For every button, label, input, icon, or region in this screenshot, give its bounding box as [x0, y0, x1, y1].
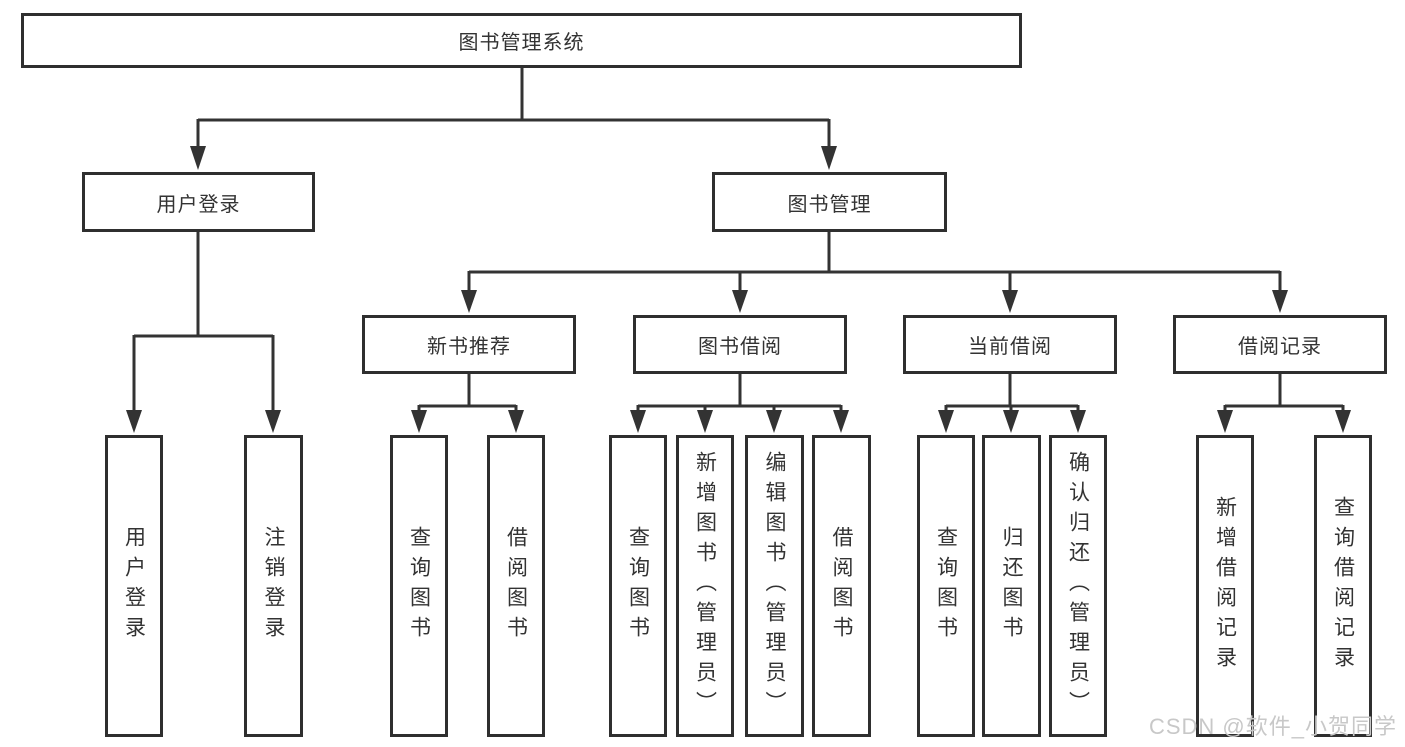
leaf-query-books-2: 查询图书 [609, 435, 667, 737]
node-label: 用户登录 [156, 193, 241, 216]
leaf-add-borrow-record: 新增借阅记录 [1196, 435, 1254, 737]
leaf-add-books-admin: 新增图书（管理员） [676, 435, 734, 737]
arrowhead-icons [126, 146, 1351, 433]
node-user-login: 用户登录 [82, 172, 315, 232]
node-new-book-recommend: 新书推荐 [362, 315, 576, 374]
node-root-system: 图书管理系统 [21, 13, 1022, 68]
node-label: 借阅图书 [830, 526, 853, 646]
node-label: 查询图书 [407, 526, 431, 646]
node-label: 编辑图书（管理员） [763, 451, 786, 721]
leaf-edit-books-admin: 编辑图书（管理员） [745, 435, 804, 737]
node-label: 归还图书 [1000, 526, 1023, 646]
leaf-logout: 注销登录 [244, 435, 303, 737]
leaf-query-books-1: 查询图书 [390, 435, 448, 737]
node-label: 新增借阅记录 [1213, 496, 1237, 676]
leaf-borrow-books-1: 借阅图书 [487, 435, 545, 737]
node-label: 用户登录 [122, 526, 146, 646]
leaf-confirm-return-admin: 确认归还（管理员） [1049, 435, 1107, 737]
node-label: 图书管理系统 [458, 32, 585, 54]
node-label: 图书管理 [787, 193, 872, 216]
node-book-management: 图书管理 [712, 172, 947, 232]
leaf-user-login: 用户登录 [105, 435, 163, 737]
node-label: 借阅记录 [1238, 336, 1322, 358]
node-label: 图书借阅 [698, 336, 782, 358]
node-borrow-record: 借阅记录 [1173, 315, 1387, 374]
csdn-watermark: CSDN @软件_小贺同学 [1148, 714, 1397, 739]
node-label: 查询图书 [934, 526, 958, 646]
node-label: 当前借阅 [968, 336, 1052, 358]
node-label: 查询图书 [626, 526, 650, 646]
leaf-return-books: 归还图书 [982, 435, 1041, 737]
node-label: 确认归还（管理员） [1066, 451, 1090, 721]
node-label: 查询借阅记录 [1331, 496, 1355, 676]
node-label: 借阅图书 [504, 526, 528, 646]
node-book-borrow: 图书借阅 [633, 315, 847, 374]
node-label: 注销登录 [262, 526, 285, 646]
node-label: 新增图书（管理员） [693, 451, 717, 721]
node-label: 新书推荐 [427, 336, 511, 358]
node-current-borrow: 当前借阅 [903, 315, 1117, 374]
leaf-borrow-books-2: 借阅图书 [812, 435, 871, 737]
leaf-query-borrow-record: 查询借阅记录 [1314, 435, 1372, 737]
leaf-query-books-3: 查询图书 [917, 435, 975, 737]
